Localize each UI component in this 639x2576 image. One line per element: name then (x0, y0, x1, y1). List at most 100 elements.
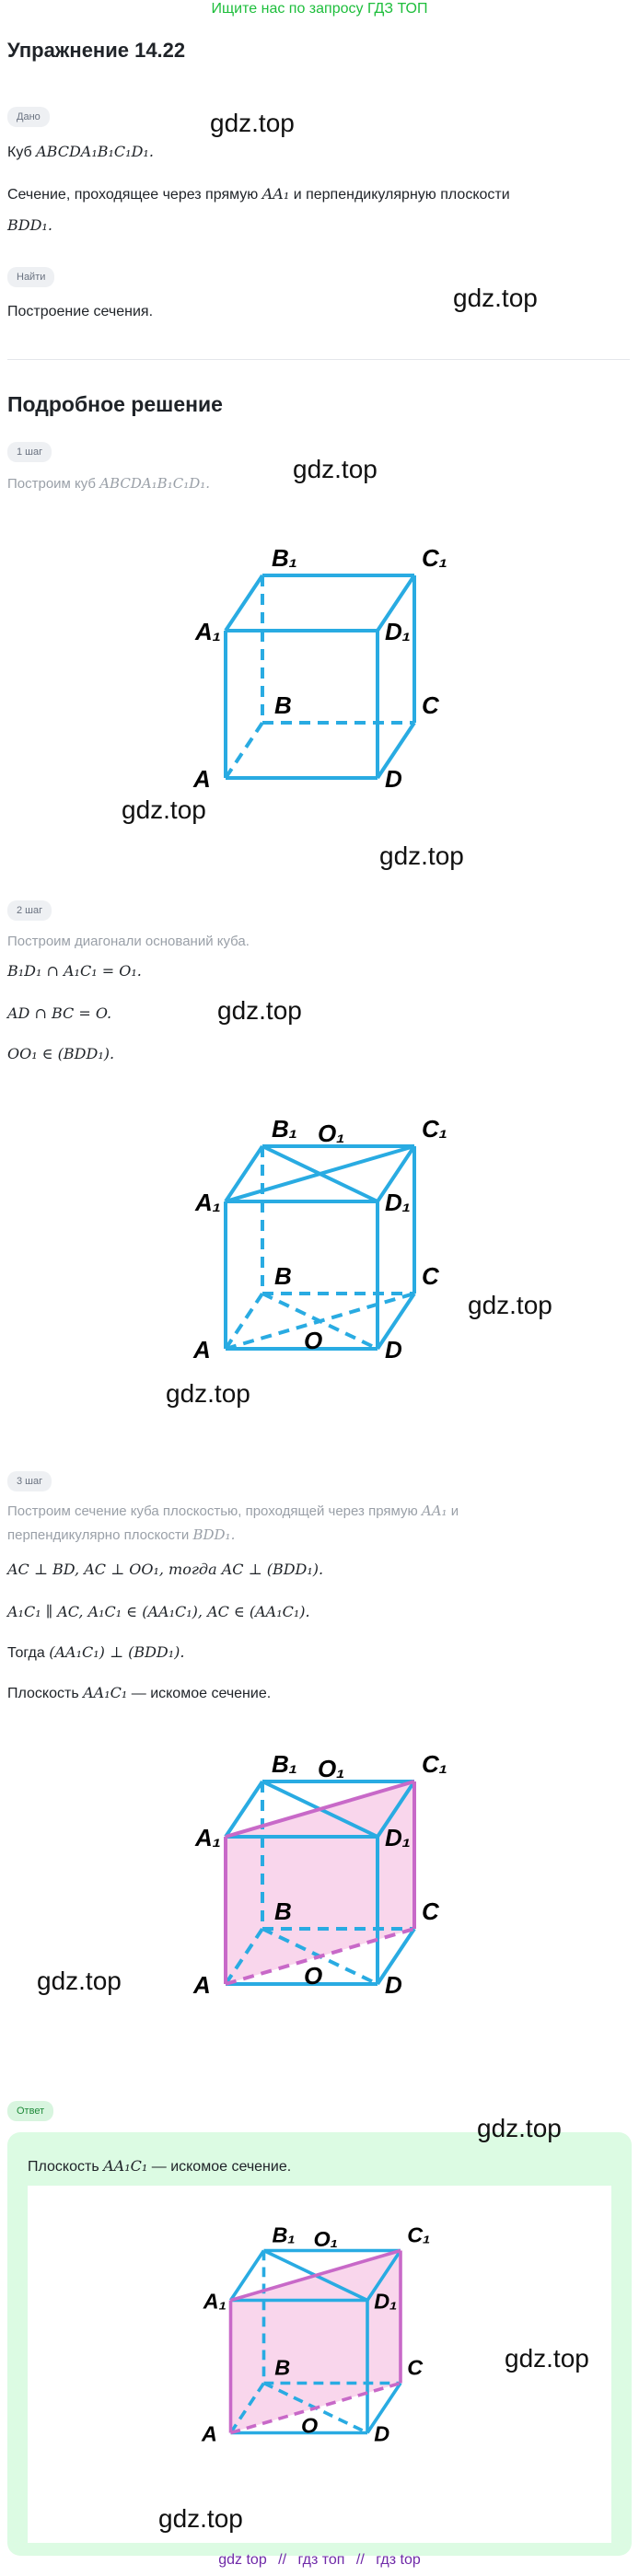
step-3-eq-4-prefix: Плоскость (7, 1686, 84, 1701)
given-line-1-text: Куб (7, 145, 37, 160)
step-3-eq-3-prefix: Тогда (7, 1645, 50, 1661)
footer-links: gdz top // гдз топ // гдз top (0, 2552, 639, 2569)
section-fill (230, 2250, 401, 2433)
label-A1: A₁ (194, 1189, 221, 1216)
label-D1: D₁ (374, 2290, 397, 2314)
search-banner[interactable]: Ищите нас по запросу ГДЗ ТОП (211, 1, 428, 17)
label-B: B (274, 2356, 290, 2380)
given-line-2-text: Сечение, проходящее через прямую (7, 187, 262, 203)
label-C: C (422, 1897, 440, 1925)
label-O: O (304, 1962, 322, 1990)
watermark: gdz.top (468, 1291, 552, 1319)
step-2-eq-3: OO₁ ∈ (BDD₁). (7, 1045, 115, 1062)
page-title: Упражнение 14.22 (7, 39, 186, 62)
section-fill (226, 1781, 414, 1984)
step-3-text-2: перпендикулярно плоскости BDD₁. (7, 1525, 235, 1546)
label-D1: D₁ (385, 1189, 411, 1216)
label-D: D (385, 1336, 402, 1363)
cube-edges (224, 574, 416, 780)
label-C: C (422, 1262, 440, 1290)
label-C1: C₁ (422, 544, 447, 572)
step-3-eq-1: AC ⊥ BD, AC ⊥ OO₁, тогда AC ⊥ (BDD₁). (7, 1561, 324, 1578)
cube-figure-3: A B C D O A₁ B₁ O₁ C₁ D₁ (192, 1750, 447, 1999)
section-edges (224, 1780, 416, 1986)
step-1-chip: 1 шаг (7, 442, 52, 462)
label-D: D (385, 1971, 402, 1999)
footer-separator: // (278, 2552, 287, 2568)
cube-figure-answer: A B C D O A₁ B₁ O₁ C₁ D₁ (201, 2223, 430, 2446)
solution-heading: Подробное решение (7, 392, 223, 416)
step-3-text-1-prefix: Построим сечение куба плоскостью, проход… (7, 1503, 422, 1519)
label-D1: D₁ (385, 1824, 411, 1851)
step-3-eq-4-math: AA₁C₁ (83, 1684, 128, 1701)
watermark: gdz.top (122, 795, 206, 824)
label-A: A (201, 2422, 217, 2446)
step-2-text: Построим диагонали оснований куба. (7, 934, 250, 949)
step-3-eq-4-suffix: — искомое сечение. (127, 1686, 272, 1701)
watermark: gdz.top (477, 2114, 562, 2142)
step-1-text: Построим куб ABCDA₁B₁C₁D₁. (7, 473, 210, 494)
given-line-3: BDD₁. (7, 216, 52, 234)
cube-edges (224, 1144, 416, 1351)
label-A: A (192, 1336, 211, 1363)
answer-text-suffix: — искомое сечение. (147, 2159, 292, 2175)
footer-link[interactable]: гдз top (376, 2552, 421, 2568)
divider (7, 359, 630, 360)
label-B1: B₁ (272, 1115, 297, 1143)
step-1-text-prefix: Построим куб (7, 476, 100, 492)
label-C1: C₁ (407, 2223, 430, 2247)
watermark: gdz.top (453, 284, 538, 312)
label-B: B (274, 1897, 292, 1925)
step-3-text-1: Построим сечение куба плоскостью, проход… (7, 1501, 630, 1522)
label-O1: O₁ (314, 2227, 338, 2251)
step-3-text-2-math: BDD₁. (192, 1526, 236, 1543)
label-C: C (407, 2356, 424, 2380)
step-3-text-1-math: AA₁ (421, 1503, 447, 1519)
answer-text-prefix: Плоскость (28, 2159, 104, 2175)
cube-figure-2: A B C D O A₁ B₁ O₁ C₁ D₁ (192, 1115, 447, 1363)
watermark: gdz.top (166, 1379, 250, 1408)
given-line-2: Сечение, проходящее через прямую AA₁ и п… (7, 184, 510, 205)
label-O: O (304, 1327, 322, 1354)
watermark: gdz.top (505, 2344, 589, 2373)
watermark: gdz.top (210, 109, 295, 137)
answer-chip: Ответ (7, 2101, 54, 2121)
step-3-text-1-suffix: и (447, 1503, 459, 1519)
label-D: D (385, 765, 402, 793)
step-3-chip: 3 шаг (7, 1471, 52, 1491)
label-B1: B₁ (272, 544, 297, 572)
step-1-text-math: ABCDA₁B₁C₁D₁. (99, 475, 211, 492)
footer-link[interactable]: gdz top (218, 2552, 267, 2568)
cube-figure-1: A B C D A₁ B₁ C₁ D₁ (192, 544, 447, 793)
step-2-chip: 2 шаг (7, 900, 52, 921)
answer-box: Плоскость A A₁ C₁ — искомое сечение. (7, 2132, 632, 2556)
footer-separator: // (355, 2552, 365, 2568)
step-3-eq-3-math: (AA₁C₁) ⊥ (BDD₁). (49, 1643, 185, 1661)
footer-link[interactable]: гдз топ (297, 2552, 345, 2568)
given-line-1: Куб ABCDA₁B₁C₁D₁. (7, 142, 154, 163)
label-C1: C₁ (422, 1750, 447, 1778)
watermark: gdz.top (293, 455, 378, 483)
step-3-eq-4: Плоскость AA₁C₁ — искомое сечение. (7, 1683, 271, 1704)
answer-figure-panel: A B C D O A₁ B₁ O₁ C₁ D₁ (28, 2186, 611, 2543)
section-edges (228, 2248, 402, 2435)
label-B1: B₁ (273, 2223, 296, 2247)
label-A: A (192, 1971, 211, 1999)
label-O1: O₁ (318, 1120, 344, 1147)
step-2-eq-2: AD ∩ BC = O. (7, 1004, 112, 1022)
given-line-2-suffix: и перпендикулярную плоскости (289, 187, 510, 203)
given-chip: Дано (7, 107, 50, 127)
label-A1: A₁ (203, 2290, 227, 2314)
answer-text: Плоскость AA₁C₁ — искомое сечение. (28, 2156, 291, 2177)
find-chip: Найти (7, 267, 55, 287)
step-3-text-2-prefix: перпендикулярно плоскости (7, 1527, 193, 1543)
watermark: gdz.top (158, 2504, 243, 2533)
step-3-eq-2: A₁C₁ ∥ AC, A₁C₁ ∈ (AA₁C₁), AC ∈ (AA₁C₁). (7, 1603, 310, 1620)
given-line-2-math: AA₁ (261, 185, 290, 203)
watermark: gdz.top (37, 1967, 122, 1995)
label-D: D (374, 2422, 389, 2446)
label-B: B (274, 691, 292, 719)
step-2-eq-1: B₁D₁ ∩ A₁C₁ = O₁. (7, 962, 142, 980)
label-A1: A₁ (194, 1824, 221, 1851)
label-A: A (192, 765, 211, 793)
